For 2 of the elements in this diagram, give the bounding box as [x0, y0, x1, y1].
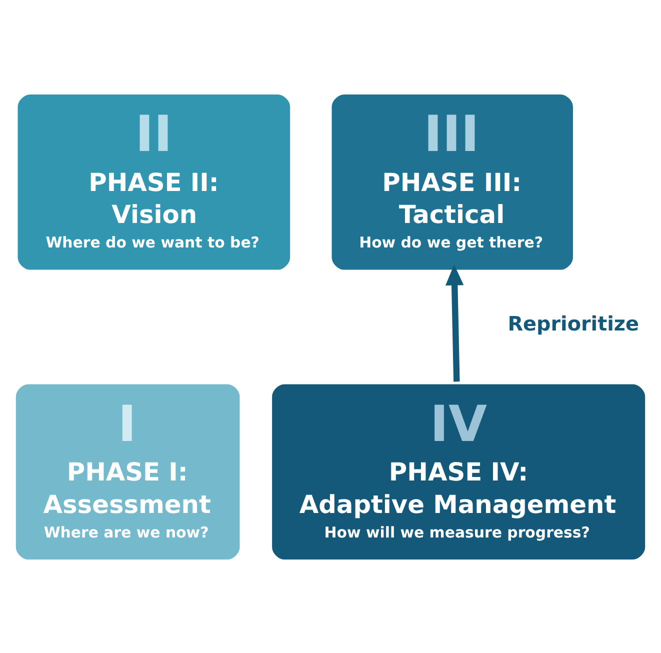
edge-label: Reprioritize: [508, 312, 639, 335]
arrow: [445, 264, 464, 382]
